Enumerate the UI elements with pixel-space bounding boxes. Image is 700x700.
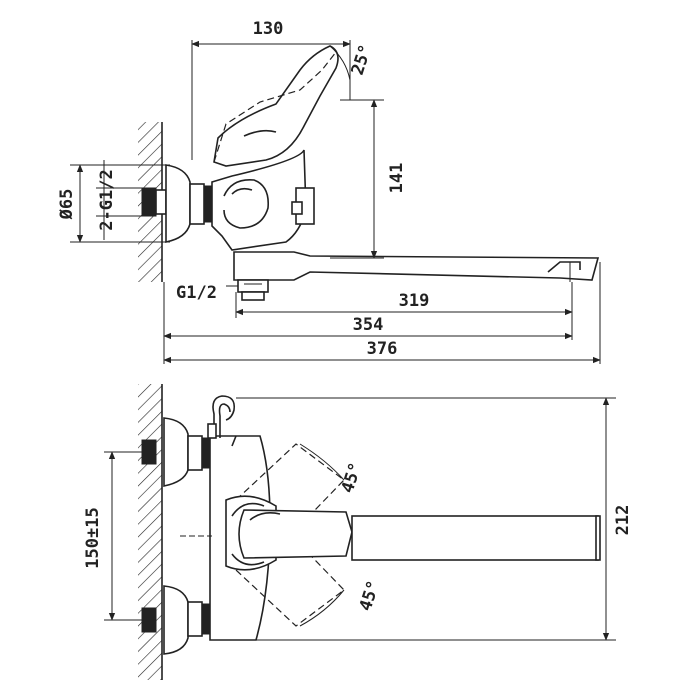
handle-rotated-up (235, 443, 345, 541)
top-view: 45° 45° 150±15 212 (83, 384, 633, 680)
inlet-fitting (141, 187, 157, 217)
dim-150-15: 150±15 (83, 507, 103, 568)
dim-outlet-thread: G1/2 (176, 283, 217, 303)
dim-319: 319 (399, 291, 430, 311)
flange-lower (163, 585, 189, 655)
wall-hatch-bottom (138, 384, 162, 680)
shower-holder-hook (212, 395, 236, 438)
handle-rotated-down (235, 529, 345, 627)
handle-lever (238, 509, 353, 559)
dim-diameter-65: Ø65 (57, 189, 77, 221)
dim-376: 376 (367, 339, 398, 359)
spout-top (351, 515, 599, 561)
dim-354: 354 (353, 315, 384, 335)
dim-141: 141 (387, 163, 407, 194)
dim-45deg-lower: 45° (356, 578, 385, 613)
flange (165, 164, 191, 243)
side-view: 130 25° 141 Ø65 2-G1/2 G1/2 319 354 (57, 19, 601, 364)
outlet-connector (237, 279, 269, 293)
dim-130: 130 (253, 19, 284, 39)
handle-side (213, 45, 339, 167)
flange-upper (163, 417, 189, 487)
dim-25deg: 25° (348, 42, 377, 77)
dim-45deg-upper: 45° (338, 460, 367, 495)
dim-212: 212 (613, 505, 633, 536)
dim-inlet-thread: 2-G1/2 (97, 169, 117, 230)
spout-side (233, 251, 600, 281)
